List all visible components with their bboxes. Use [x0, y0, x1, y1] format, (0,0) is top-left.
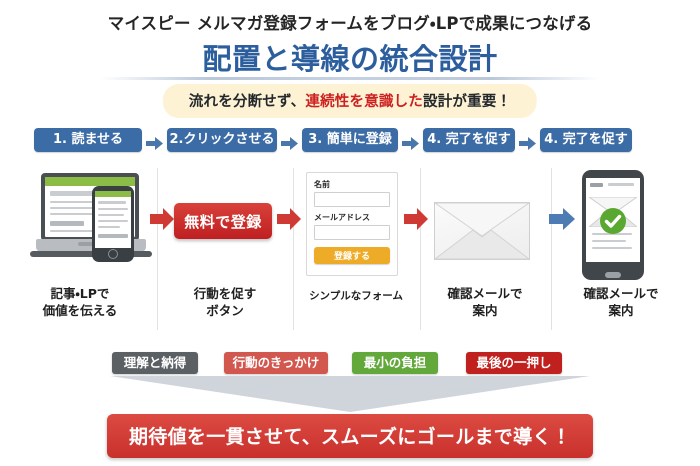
pill-text-pre: 流れを分断せず、	[188, 94, 306, 110]
panel-divider	[157, 168, 158, 330]
step-badge-3[interactable]: 3. 簡単に登録	[302, 128, 398, 152]
blue-arrow-icon	[549, 208, 575, 230]
email-input[interactable]	[314, 225, 390, 240]
step-badge-row: 1. 読ませる 2.クリックさせる 3. 簡単に登録 4. 完了を促す 4. 完…	[0, 128, 700, 158]
panel-divider	[420, 168, 421, 330]
phone-icon	[92, 186, 134, 262]
step-badge-4[interactable]: 4. 完了を促す	[423, 128, 515, 152]
caption-confirm-mail: 確認メールで 案内	[447, 286, 523, 318]
caption-form: シンプルなフォーム	[309, 290, 403, 302]
pill-text-post: 設計が重要！	[423, 94, 512, 110]
envelope-icon	[434, 202, 530, 260]
header-subtitle: マイスピー メルマガ登録フォームをブログ・LPで成果につなげる	[107, 14, 593, 33]
phone-home-button	[605, 272, 621, 278]
step-badge-1[interactable]: 1. 読ませる	[34, 128, 142, 152]
email-label: メールアドレス	[314, 213, 370, 222]
name-label: 名前	[314, 180, 330, 189]
caption-row: 記事・LPで 価値を伝える 行動を促す ボタン シンプルなフォーム 確認メールで…	[0, 286, 700, 336]
caption-cta: 行動を促す ボタン	[193, 286, 257, 318]
signup-form: 名前 メールアドレス 登録する	[306, 172, 398, 276]
laptop-trackpad	[78, 242, 104, 246]
panel-article-lp	[0, 163, 157, 333]
highlight-pill: 流れを分断せず、連続性を意識した設計が重要！	[162, 84, 538, 118]
phone-home-button	[108, 249, 118, 259]
panel-row	[0, 163, 700, 333]
bottom-banner: 期待値を一貫させて、スムーズにゴールまで導く！	[106, 414, 594, 458]
check-icon	[600, 208, 626, 234]
step-arrow-icon	[402, 137, 419, 150]
tag-trigger[interactable]: 行動のきっかけ	[224, 352, 328, 374]
phone-screen	[586, 178, 640, 262]
red-arrow-icon	[404, 208, 428, 230]
form-submit-button[interactable]: 登録する	[314, 247, 390, 264]
caption-article-lp: 記事・LPで 価値を伝える	[42, 286, 118, 318]
name-input[interactable]	[314, 192, 390, 207]
red-arrow-icon	[150, 208, 174, 230]
laptop-header-bar	[45, 177, 135, 186]
tag-minimal-burden[interactable]: 最小の負担	[352, 352, 438, 374]
tag-row: 理解と納得 行動のきっかけ 最小の負担 最後の一押し	[0, 352, 700, 378]
page-title: 配置と導線の統合設計	[202, 41, 498, 76]
funnel-chevron-icon	[110, 376, 590, 412]
caption-confirm-mail-2: 確認メールで 案内	[583, 286, 659, 318]
phone-header-bar	[95, 191, 131, 197]
phone-screen	[95, 191, 131, 248]
step-arrow-icon	[519, 137, 536, 150]
cta-button[interactable]: 無料で登録	[174, 203, 272, 239]
red-arrow-icon	[277, 208, 301, 230]
step-badge-2[interactable]: 2.クリックさせる	[167, 128, 277, 152]
panel-divider	[293, 168, 294, 330]
tag-understanding[interactable]: 理解と納得	[112, 352, 198, 374]
phone-icon	[582, 170, 644, 280]
step-arrow-icon	[146, 137, 163, 150]
title-divider	[100, 77, 600, 80]
pill-text-emphasis: 連続性を意識した	[305, 94, 423, 110]
step-arrow-icon	[281, 137, 298, 150]
header: マイスピー メルマガ登録フォームをブログ・LPで成果につなげる 配置と導線の統合…	[0, 0, 700, 76]
panel-divider	[551, 168, 552, 330]
tag-final-push[interactable]: 最後の一押し	[466, 352, 562, 374]
step-badge-5[interactable]: 4. 完了を促す	[540, 128, 632, 152]
laptop-foot	[30, 251, 152, 257]
